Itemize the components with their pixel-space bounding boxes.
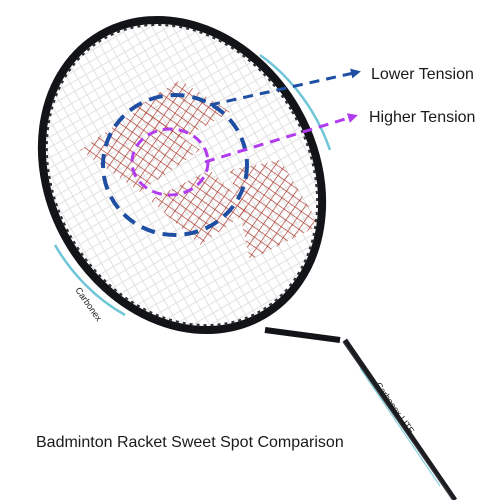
higher-tension-arrow [204,113,358,164]
lower-tension-arrow [209,68,361,107]
cross-string [67,108,297,242]
lower-tension-label: Lower Tension [371,66,474,83]
racket-frame [37,15,341,343]
lower-tension-sweet-spot [101,93,249,237]
racket-shaft [342,338,458,500]
cross-string [22,30,252,164]
cross-string [13,15,243,148]
yonex-logo-icon [80,80,320,260]
shaft-brand-text: Carbonex LITE [373,380,416,435]
higher-tension-label: Higher Tension [369,109,475,126]
diagram-caption: Badminton Racket Sweet Spot Comparison [36,434,344,451]
cross-string [62,100,293,234]
cross-string [17,22,248,156]
frame-brand-text: Carbonex [73,285,104,323]
